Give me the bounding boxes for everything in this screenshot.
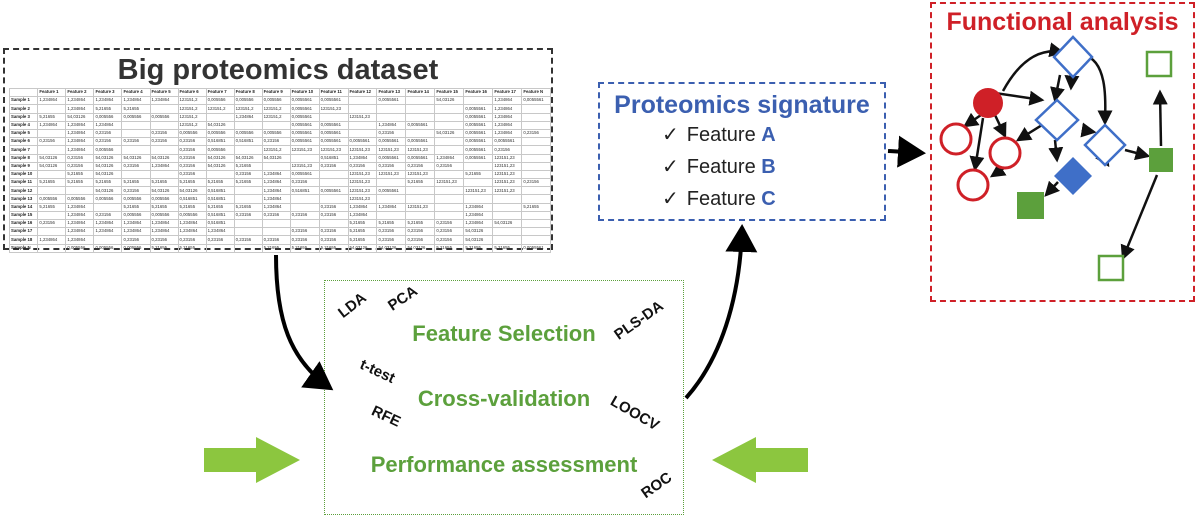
arrow-dataset-to-methods <box>274 254 334 391</box>
row-header: Sample N <box>8 243 39 253</box>
network-node-green <box>1145 50 1173 78</box>
green-arrow-left-icon <box>204 437 300 483</box>
table-cell: 5,21655 <box>492 243 523 253</box>
step-performance-assessment: Performance assessment <box>370 452 638 477</box>
arrow-signature-to-functional <box>887 135 926 168</box>
check-icon: ✓ <box>662 124 679 146</box>
network-node-red-filled <box>973 88 1003 118</box>
functional-title: Functional analysis <box>946 8 1179 36</box>
network-node-green <box>1097 254 1125 282</box>
feature-word: Feature <box>686 156 756 178</box>
network-node-green-filled <box>1149 148 1173 172</box>
step-feature-selection: Feature Selection <box>412 321 596 346</box>
check-icon: ✓ <box>662 156 679 178</box>
green-arrow-right-icon <box>712 437 808 483</box>
arrow-methods-to-signature <box>684 224 758 400</box>
feature-word: Feature <box>686 188 756 210</box>
table-cell: 0,0055561 <box>521 243 551 253</box>
feature-letter: A <box>761 124 776 146</box>
feature-word: Feature <box>686 124 756 146</box>
check-icon: ✓ <box>662 188 679 210</box>
signature-feature-b: ✓ Feature B <box>662 154 776 179</box>
signature-box: Proteomics signature ✓ Feature A ✓ Feature… <box>598 82 886 221</box>
network-node-red <box>988 136 1022 170</box>
network-node-red <box>956 168 990 202</box>
table-cell: 5,21655 <box>289 243 320 253</box>
signature-feature-c: ✓ Feature C <box>662 186 776 211</box>
network-node-green-filled <box>1017 192 1044 219</box>
network-node-red <box>939 122 973 156</box>
table-cell: 5,21655 <box>261 243 291 253</box>
dataset-title: Big proteomics dataset <box>117 54 439 86</box>
network-node-blue <box>1052 35 1094 79</box>
signature-title: Proteomics signature <box>614 91 870 119</box>
signature-feature-a: ✓ Feature A <box>662 122 776 147</box>
feature-letter: B <box>761 156 776 178</box>
step-cross-validation: Cross-validation <box>417 386 591 411</box>
methods-box: Feature Selection Cross-validation Perfo… <box>324 280 684 515</box>
feature-letter: C <box>761 188 776 210</box>
network-node-blue <box>1034 98 1080 142</box>
network-node-blue-filled <box>1054 157 1092 195</box>
network-node-blue <box>1083 123 1127 167</box>
